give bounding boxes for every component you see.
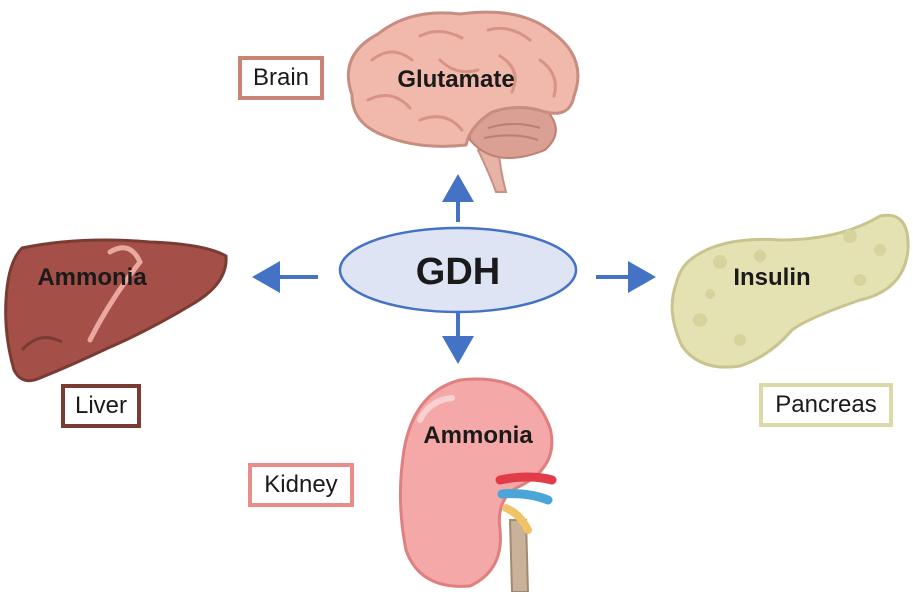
liver-name-box: Liver (61, 384, 141, 428)
liver-illustration (4, 238, 228, 383)
liver-name: Liver (74, 392, 128, 419)
kidney-product-label: Ammonia (423, 422, 533, 449)
brain-illustration (346, 10, 580, 193)
kidney-name-box: Kidney (248, 463, 354, 507)
liver-product-label: Ammonia (37, 264, 147, 291)
gdh-ellipse (338, 226, 578, 314)
kidney-name: Kidney (264, 471, 338, 498)
brain-product-label: Glutamate (397, 66, 514, 93)
kidney-illustration (398, 377, 557, 593)
pancreas-illustration (670, 213, 910, 369)
pancreas-name-box: Pancreas (759, 383, 893, 427)
pancreas-name: Pancreas (775, 391, 877, 418)
gdh-label: GDH (416, 251, 500, 293)
brain-name-box: Brain (238, 56, 324, 100)
arrows (252, 174, 656, 364)
pancreas-product-label: Insulin (733, 264, 810, 291)
brain-name: Brain (252, 64, 310, 91)
